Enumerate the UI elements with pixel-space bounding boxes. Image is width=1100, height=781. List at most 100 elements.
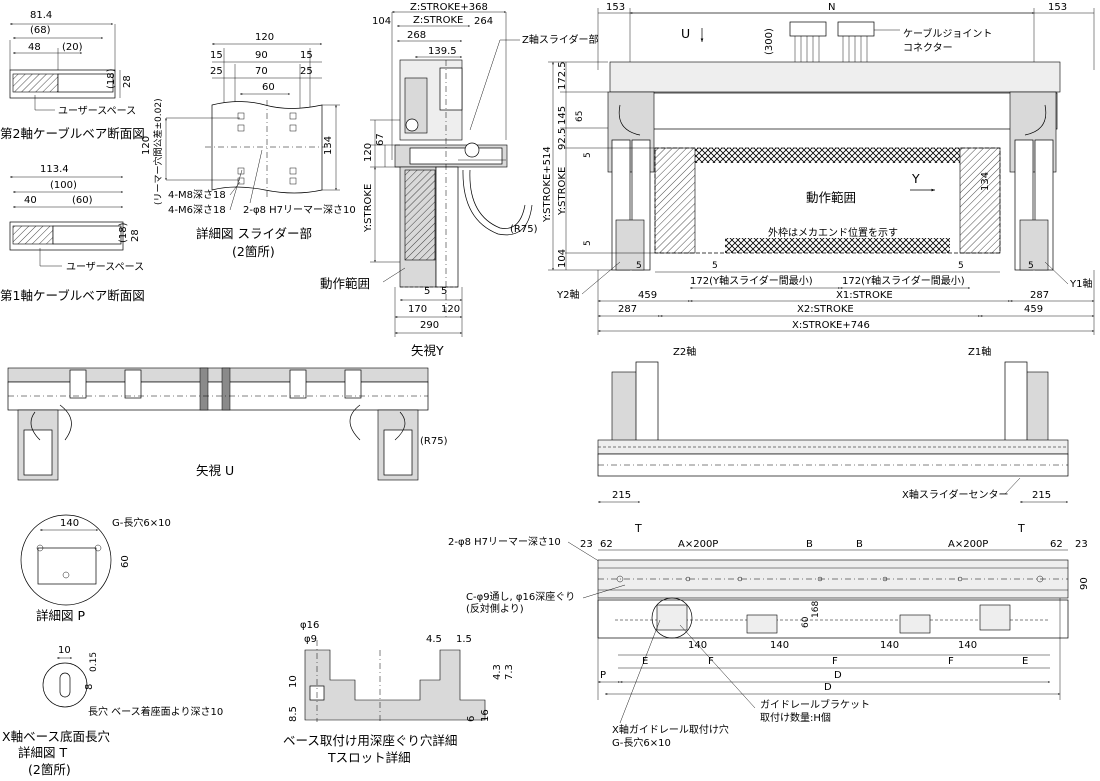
xb-dim-f3: F: [948, 656, 954, 667]
sd-dim-90: 90: [255, 50, 268, 61]
tv-dim-300: (300): [764, 28, 775, 55]
sd-dim-134: 134: [323, 136, 334, 155]
vu-radius: (R75): [420, 436, 448, 447]
detail-t: 10 8 0.15 長穴 ベース着座面より深さ10 X軸ベース底面長穴 詳細図 …: [2, 645, 223, 777]
xb-dim-d1: D: [834, 670, 842, 681]
xb-dim-a200-1: A×200P: [678, 539, 718, 550]
ts-dim-16: 16: [480, 709, 491, 722]
tv-dim-153b: 153: [1048, 2, 1067, 13]
cb1-dim-100: (100): [50, 180, 77, 191]
fv-dim-215a: 215: [612, 490, 631, 501]
xb-dim-b1: B: [806, 539, 813, 550]
vu-title: 矢視 U: [196, 463, 234, 478]
vy-dim-120: 120: [363, 143, 374, 162]
fv-z1: Z1軸: [968, 345, 991, 358]
dt-title3: (2箇所): [28, 762, 71, 777]
tv-dim-134: 134: [980, 172, 991, 191]
cb1-user-space: ユーザースペース: [66, 261, 144, 273]
tv-dim-459a: 459: [638, 290, 657, 301]
xb-dim-e2: E: [1022, 656, 1028, 667]
tv-dim-287b: 287: [1030, 290, 1049, 301]
dp-slot: G-長穴6×10: [112, 516, 171, 529]
tv-dim-5a: 5: [636, 261, 642, 271]
cb1-dim-113: 113.4: [40, 164, 69, 175]
dt-title2: 詳細図 T: [18, 745, 67, 760]
xb-t-right: T: [1017, 522, 1025, 535]
sd-dim-25b: 25: [300, 66, 313, 77]
sd-title: 詳細図 スライダー部: [196, 226, 312, 241]
tv-outer-note: 外枠はメカエンド位置を示す: [768, 226, 898, 239]
tv-y-arrow: Y: [911, 171, 920, 186]
vy-z-slider: Z軸スライダー部: [522, 33, 598, 46]
xb-dim-e1: E: [642, 656, 648, 667]
dp-dim-60: 60: [120, 555, 131, 568]
vy-dim-zstroke: Z:STROKE: [413, 15, 463, 26]
cb2-dim-28: 28: [122, 75, 133, 88]
cb1-title: 第1軸ケーブルベア断面図: [0, 288, 145, 303]
vy-dim-170: 170: [408, 304, 427, 315]
cb2-dim-68: (68): [30, 25, 51, 36]
cb2-user-space: ユーザースペース: [58, 105, 136, 117]
tv-dim-n: N: [828, 2, 835, 13]
cb1-dim-28: 28: [130, 229, 141, 242]
tv-dim-287a: 287: [618, 304, 637, 315]
sd-hole-reamer: 2-φ8 H7リーマー深さ10: [243, 204, 356, 216]
tv-motion: 動作範囲: [806, 190, 856, 205]
detail-p: 140 60 G-長穴6×10 詳細図 P: [20, 514, 171, 623]
xb-t-left: T: [634, 522, 642, 535]
xb-dim-62a: 62: [600, 539, 613, 550]
tv-dim-ystroke514: Y:STROKE+514: [542, 146, 553, 223]
sd-dim-15a: 15: [210, 50, 223, 61]
xb-guide-hole2: G-長穴6×10: [612, 736, 671, 749]
cable-bear-2-section: 81.4 (68) 48 (20) 28 (18) ユーザースペース 第2軸ケー…: [0, 10, 145, 141]
dt-dim-10: 10: [58, 645, 71, 656]
tv-u-label: U: [681, 26, 690, 41]
tv-x2-stroke: X2:STROKE: [797, 304, 854, 315]
ts-title: ベース取付け用深座ぐり穴詳細: [283, 733, 457, 748]
fv-dim-215b: 215: [1032, 490, 1051, 501]
dt-note: 長穴 ベース着座面より深さ10: [88, 705, 223, 718]
xb-c-hole: C-φ9通し, φ16深座ぐり: [466, 590, 575, 603]
slider-detail: 120 15 90 15 25 70 25 60 134 120 (リーマー穴間…: [141, 32, 356, 259]
ts-dim-45: 4.5: [426, 634, 442, 645]
vy-dim-5a: 5: [424, 286, 430, 297]
tv-dim-172: 172.5: [557, 61, 568, 90]
xb-guide-hole: X軸ガイドレール取付け穴: [612, 723, 729, 736]
front-view: Z2軸 Z1軸 215 215 X軸スライダーセンター: [597, 345, 1069, 503]
vy-dim-120b: 120: [441, 304, 460, 315]
xb-dim-140a: 140: [688, 640, 707, 651]
xb-dim-23a: 23: [580, 539, 593, 550]
ts-dim-15: 1.5: [456, 634, 472, 645]
xb-dim-140c: 140: [880, 640, 899, 651]
cb1-dim-60: (60): [72, 195, 93, 206]
tv-dim-5b: 5: [712, 261, 718, 271]
xb-reamer: 2-φ8 H7リーマー深さ10: [448, 536, 561, 548]
cb2-dim-18: (18): [106, 68, 117, 89]
tv-y1: Y1軸: [1069, 277, 1092, 290]
xb-dim-140b: 140: [770, 640, 789, 651]
xb-dim-60: 60: [801, 616, 811, 628]
sd-dim-15b: 15: [300, 50, 313, 61]
ts-dim-6: 6: [466, 716, 477, 722]
cb2-dim-20: (20): [62, 42, 83, 53]
xb-dim-62b: 62: [1050, 539, 1063, 550]
tv-dim-5l: 5: [583, 152, 593, 158]
vy-dim-268: 268: [407, 30, 426, 41]
tv-dim-145: 145: [557, 106, 568, 125]
sd-subtitle: (2箇所): [232, 244, 275, 259]
ts-dim-10: 10: [288, 675, 299, 688]
xb-guide: ガイドレールブラケット: [760, 698, 870, 711]
sd-dim-25a: 25: [210, 66, 223, 77]
tv-connector-1: ケーブルジョイント: [903, 27, 992, 40]
vy-dim-264: 264: [474, 16, 493, 27]
sd-hole-m8: 4-M8深さ18: [168, 189, 226, 201]
vy-title: 矢視Y: [411, 343, 444, 358]
dt-dim-015: 0.15: [89, 652, 99, 672]
sd-dim-120v: 120: [141, 136, 152, 155]
cb1-dim-18: (18): [118, 222, 129, 243]
ts-dim-phi16: φ16: [300, 620, 319, 631]
tv-x1-stroke: X1:STROKE: [836, 290, 893, 301]
tv-dim-5c: 5: [958, 261, 964, 271]
tv-dim-5d: 5: [1028, 261, 1034, 271]
